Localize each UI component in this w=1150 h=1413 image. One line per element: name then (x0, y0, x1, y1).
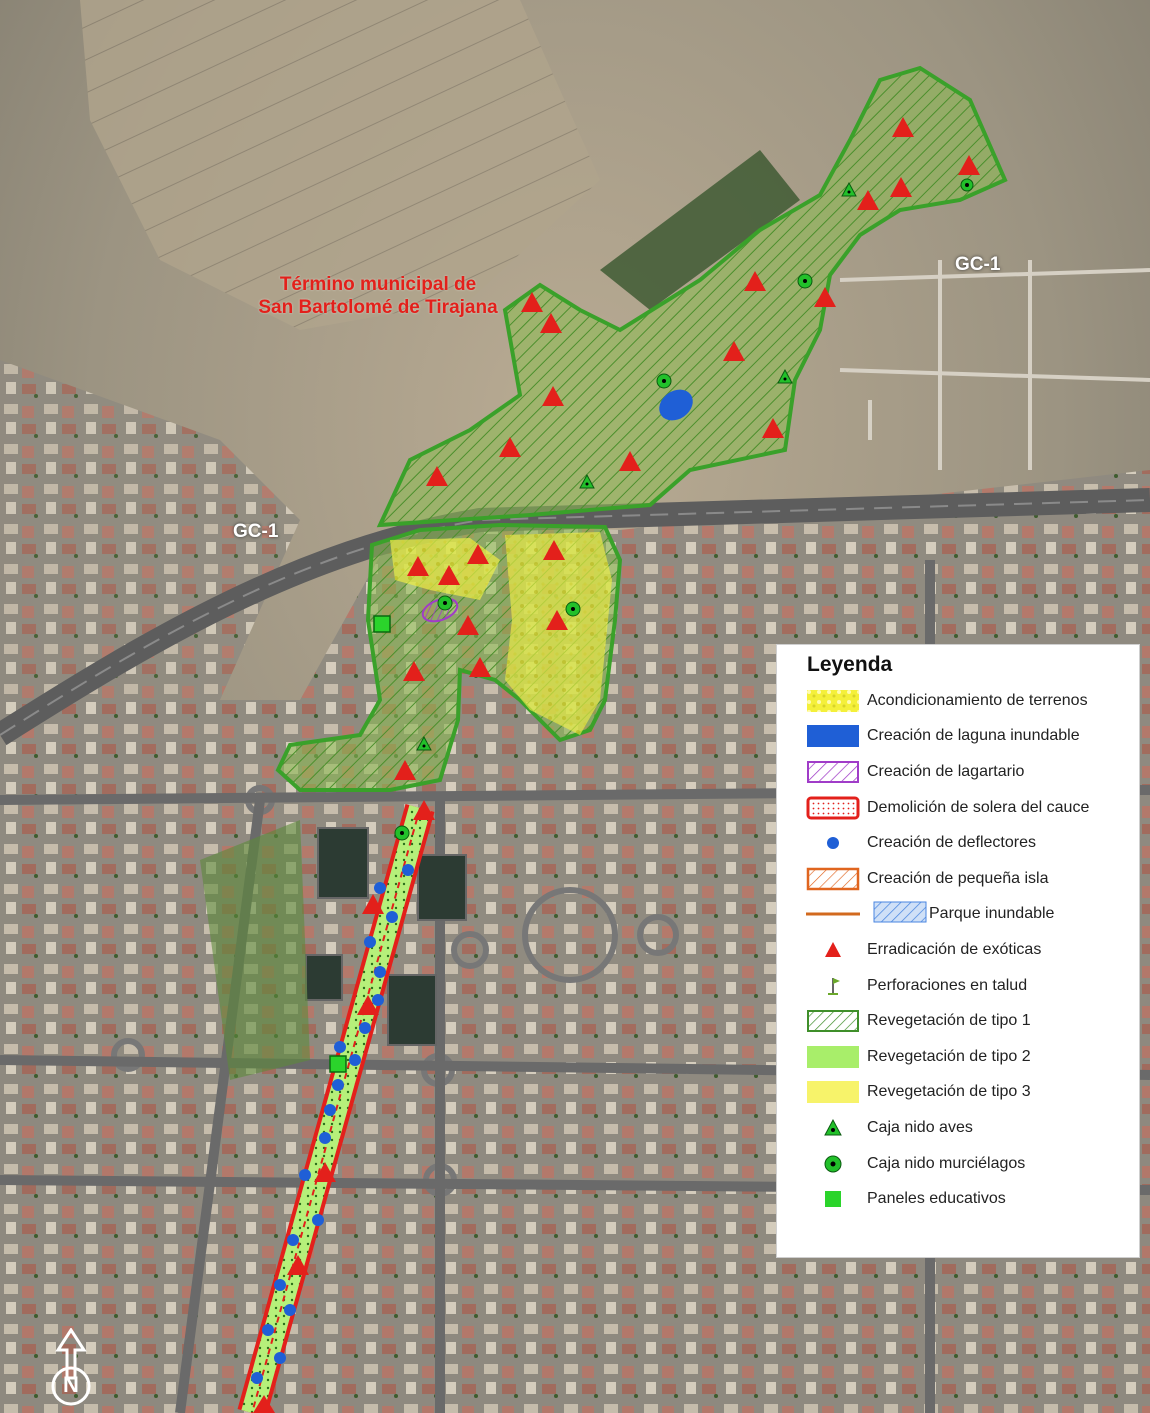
municipality-label-line2: San Bartolomé de Tirajana (258, 297, 498, 318)
educational-panels (329, 615, 391, 1073)
north-arrow: N (46, 1327, 96, 1408)
revegetation-zone-north (376, 65, 1008, 528)
terrain-conditioning-east (505, 532, 612, 735)
flood-lagoon (659, 389, 693, 421)
red-triangle-icon (805, 937, 861, 963)
orange-line-icon (805, 901, 861, 927)
legend-label: Creación de deflectores (867, 834, 1036, 852)
exotic-eradication-markers (253, 117, 980, 1413)
legend-label: Creación de lagartario (867, 762, 1025, 780)
deflectors (251, 864, 414, 1384)
road-label-gc1-west: GC-1 (233, 521, 279, 542)
green-hatch-icon (805, 1008, 861, 1034)
terraced-fields (80, 0, 600, 330)
purple-hatch-icon (805, 759, 861, 785)
legend-label: Revegetación de tipo 1 (867, 1012, 1031, 1030)
municipality-label-line1: Término municipal de (279, 274, 477, 295)
legend-label: Creación de pequeña isla (867, 869, 1049, 887)
road-label-gc1-east: GC-1 (955, 254, 1001, 275)
legend-item-revegetation-2: Revegetación de tipo 2 (805, 1039, 1139, 1075)
blue-fill-icon (805, 723, 861, 749)
bat-nest-boxes (394, 178, 974, 841)
legend-item-deflectors: Creación de deflectores (805, 825, 1139, 861)
legend-item-small-island: Creación de pequeña isla (805, 861, 1139, 897)
north-arrow-letter: N (63, 1372, 79, 1397)
legend-label: Paneles educativos (867, 1190, 1006, 1208)
terrain-conditioning-west (390, 538, 500, 600)
legend-label: Parque inundable (929, 905, 1055, 923)
legend-label: Caja nido aves (867, 1118, 973, 1136)
green-circle-dot-icon (805, 1151, 861, 1177)
legend-item-educational-panels: Paneles educativos (805, 1181, 1139, 1217)
map-legend: Leyenda Acondicionamiento de terrenos Cr… (776, 644, 1140, 1258)
green-flag-icon (805, 973, 861, 999)
legend-label: Perforaciones en talud (867, 976, 1028, 994)
legend-item-terrain-conditioning: Acondicionamiento de terrenos (805, 683, 1139, 719)
cultivated-strips (600, 150, 800, 310)
bird-nest-boxes (416, 181, 857, 751)
yellow-pattern-icon (805, 688, 861, 714)
red-dotted-box-icon (805, 795, 861, 821)
legend-item-flood-park: Parque inundable (805, 897, 1139, 933)
blue-dot-icon (805, 830, 861, 856)
orange-hatch-icon (805, 866, 861, 892)
blue-hatch-icon (873, 900, 927, 929)
legend-label: Demolición de solera del cauce (867, 798, 1090, 816)
legend-label: Creación de laguna inundable (867, 727, 1080, 745)
municipality-label: Término municipal de San Bartolomé de Ti… (238, 273, 518, 319)
legend-label: Revegetación de tipo 2 (867, 1047, 1031, 1065)
legend-item-flood-lagoon: Creación de laguna inundable (805, 719, 1139, 755)
green-triangle-dot-icon (805, 1115, 861, 1141)
legend-item-bat-nest-box: Caja nido murciélagos (805, 1146, 1139, 1182)
legend-label: Erradicación de exóticas (867, 940, 1042, 958)
east-development (839, 260, 1150, 470)
legend-item-slope-drilling: Perforaciones en talud (805, 968, 1139, 1004)
green-square-icon (805, 1186, 861, 1212)
water-ponds (305, 827, 467, 1046)
legend-item-riverbed-demolition: Demolición de solera del cauce (805, 790, 1139, 826)
legend-label: Acondicionamiento de terrenos (867, 691, 1088, 709)
legend-item-exotic-eradication: Erradicación de exóticas (805, 932, 1139, 968)
yellow-fill-icon (805, 1079, 861, 1105)
legend-item-bird-nest-box: Caja nido aves (805, 1110, 1139, 1146)
legend-item-revegetation-3: Revegetación de tipo 3 (805, 1075, 1139, 1111)
legend-label: Caja nido murciélagos (867, 1154, 1026, 1172)
legend-title: Leyenda (807, 653, 893, 676)
legend-label: Revegetación de tipo 3 (867, 1083, 1031, 1101)
light-green-fill-icon (805, 1044, 861, 1070)
park-vegetation (200, 820, 310, 1080)
legend-item-lizard-enclosure: Creación de lagartario (805, 754, 1139, 790)
legend-item-revegetation-1: Revegetación de tipo 1 (805, 1003, 1139, 1039)
